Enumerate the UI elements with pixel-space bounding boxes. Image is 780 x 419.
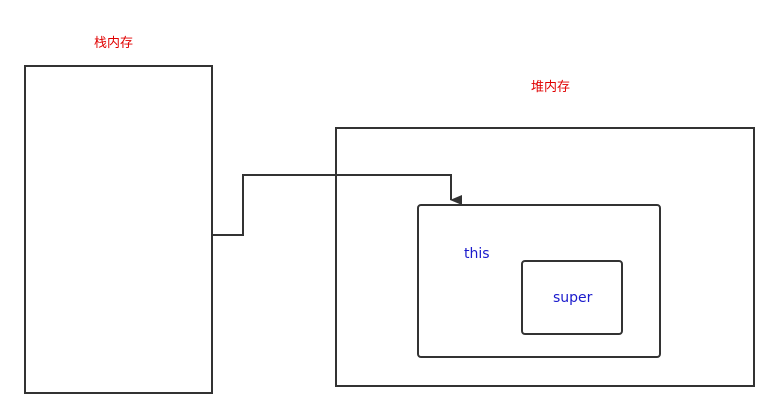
reference-arrow <box>212 174 462 236</box>
super-label: super <box>553 290 593 306</box>
heap-memory-title: 堆内存 <box>531 80 571 95</box>
stack-memory-box <box>24 65 213 394</box>
this-label: this <box>464 246 490 262</box>
super-object-box <box>521 260 623 335</box>
stack-memory-title: 栈内存 <box>94 36 134 51</box>
